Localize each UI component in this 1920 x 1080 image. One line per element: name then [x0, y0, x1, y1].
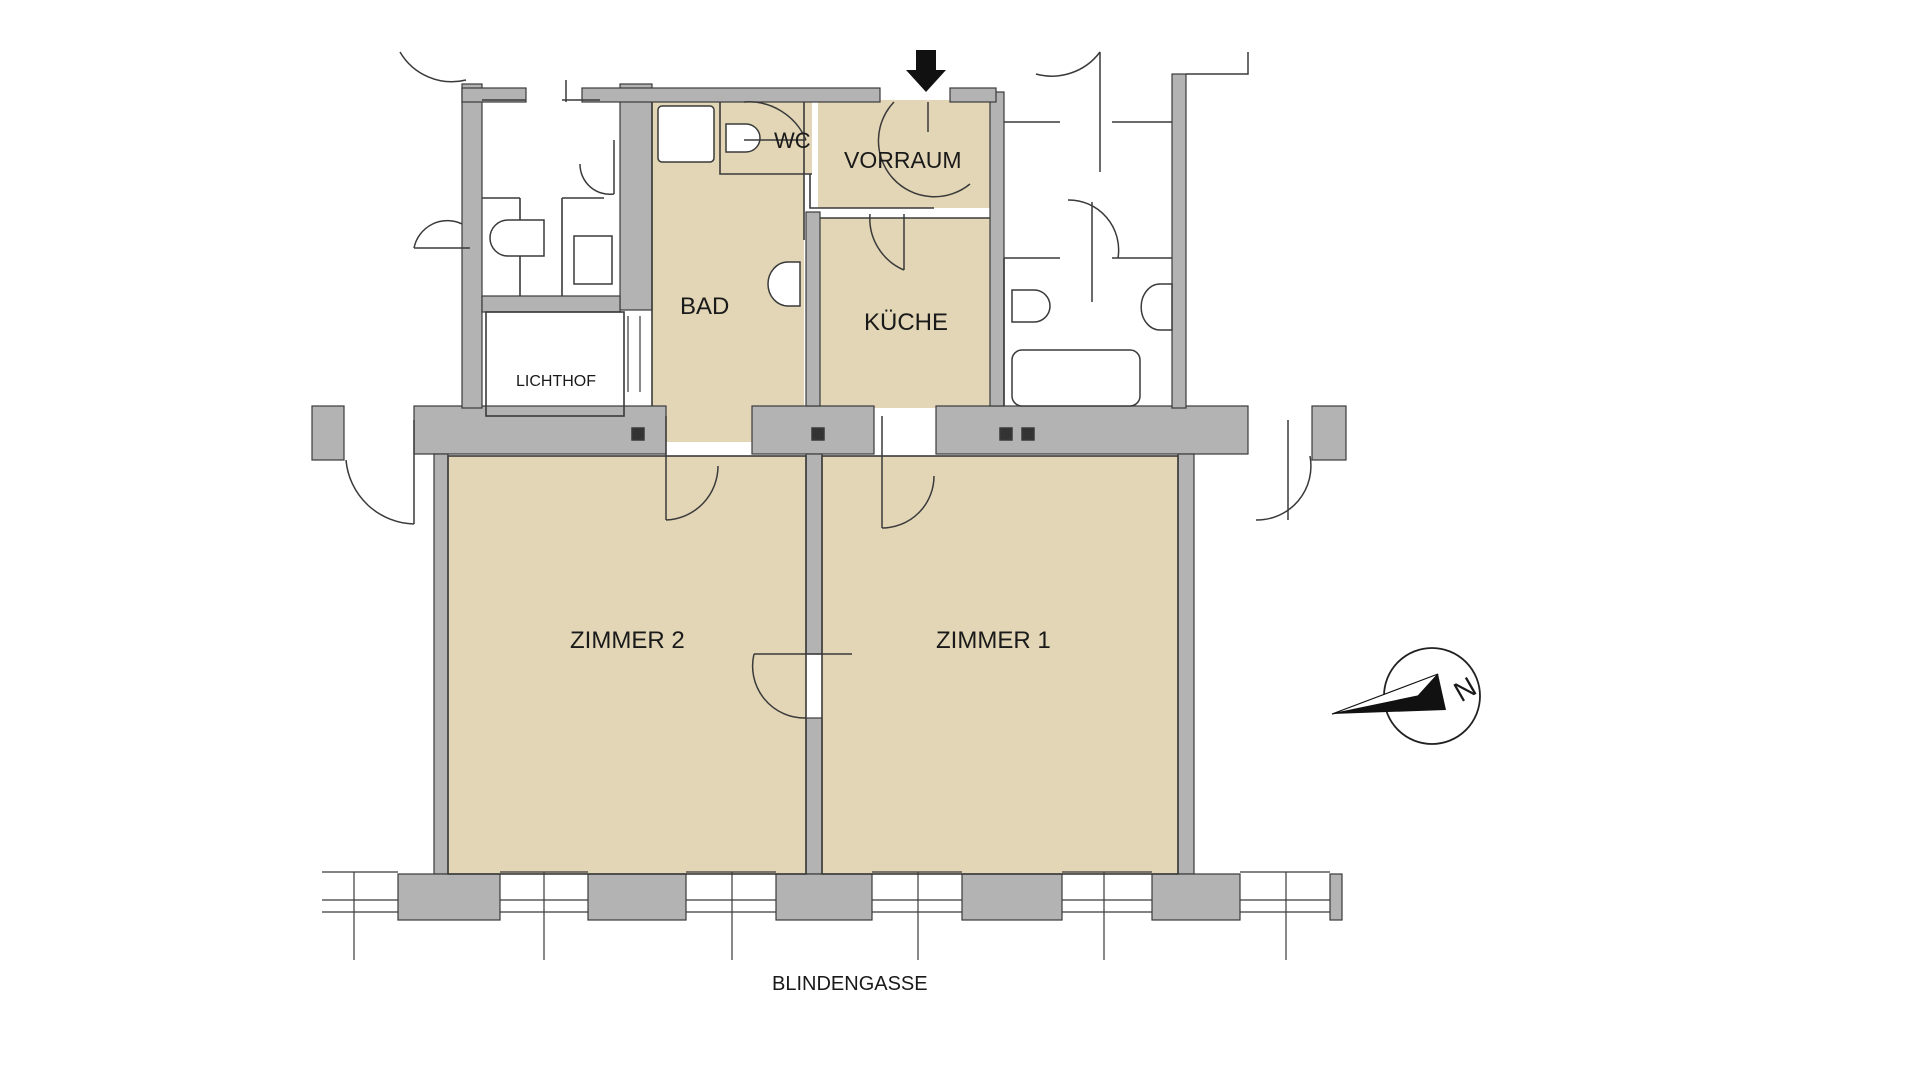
- wall-top-right: [949, 87, 997, 103]
- label-zimmer-1: ZIMMER 1: [936, 627, 1051, 654]
- wall-right-block-vertical: [1171, 73, 1187, 409]
- facade-wall-2: [587, 873, 687, 921]
- label-kueche: KÜCHE: [864, 309, 948, 336]
- wall-bad-kueche: [805, 211, 821, 407]
- doors: [345, 51, 1312, 719]
- window-6: [1240, 871, 1330, 960]
- window-3: [686, 871, 776, 960]
- compass: N: [1331, 647, 1482, 745]
- window-5: [1062, 871, 1152, 960]
- facade-wall-4: [961, 873, 1063, 921]
- label-vorraum: VORRAUM: [844, 147, 962, 173]
- wall-lichthof-right: [619, 83, 653, 311]
- door-right-bath: [1067, 199, 1120, 302]
- wall-upper-left-vertical: [461, 83, 483, 409]
- compass-needle-light: [1331, 673, 1439, 715]
- sink-right: [1140, 283, 1173, 331]
- wall-left-zimmer-2: [433, 453, 449, 875]
- toilet-left-2: [573, 235, 613, 285]
- door-zimmer-1: [881, 416, 935, 529]
- label-wc: WC: [774, 128, 811, 153]
- room-labels: WC VORRAUM BAD KÜCHE LICHTHOF ZIMMER 2 Z…: [516, 128, 1051, 995]
- wall-right-zimmer-1: [1177, 453, 1195, 875]
- floor-zimmer-2: [448, 456, 806, 874]
- window-2: [500, 871, 588, 960]
- wall-stub-far-right: [1311, 405, 1347, 461]
- door-left-top: [399, 51, 567, 102]
- door-right-top: [1035, 51, 1101, 172]
- toilet-left-1: [489, 219, 545, 257]
- label-bad: BAD: [680, 293, 729, 320]
- facade-wall-6: [1329, 873, 1343, 921]
- walls: [311, 73, 1347, 921]
- wall-top-mid: [581, 87, 881, 103]
- toilet-right: [1011, 289, 1051, 323]
- door-wc: [743, 101, 807, 141]
- door-far-right: [1255, 420, 1312, 521]
- door-zimmer-2: [665, 416, 719, 521]
- facade-wall-1: [397, 873, 501, 921]
- door-left-wc: [579, 140, 615, 196]
- window-1: [322, 871, 398, 960]
- room-outlines: [447, 99, 1179, 875]
- bad-sink: [767, 261, 801, 307]
- facade-wall-5: [1151, 873, 1241, 921]
- door-far-left: [345, 420, 415, 525]
- room-floors: [448, 100, 1178, 874]
- stove-mark-3: [999, 427, 1013, 441]
- door-vorraum-kueche: [869, 213, 905, 271]
- window-4: [872, 871, 962, 960]
- wall-upper-left-stub: [481, 295, 621, 313]
- street-label: BLINDENGASSE: [772, 973, 928, 995]
- arrow-down-icon: [906, 50, 946, 92]
- floor-zimmer-1: [822, 456, 1178, 874]
- facade-wall-3: [775, 873, 873, 921]
- wall-band-left: [413, 405, 667, 455]
- shower-tray: [657, 105, 715, 163]
- door-left-outer: [413, 219, 470, 249]
- wc-toilet: [725, 123, 761, 153]
- lichthof-outline: [485, 311, 625, 417]
- stove-mark-4: [1021, 427, 1035, 441]
- stove-mark-2: [811, 427, 825, 441]
- door-zimmer-connect: [751, 653, 852, 719]
- wall-vorraum-right: [989, 91, 1005, 407]
- wall-top-left: [461, 87, 527, 103]
- stove-mark-1: [631, 427, 645, 441]
- wall-between-rooms-bottom: [805, 717, 823, 875]
- door-top-far-right: [1186, 52, 1249, 75]
- windows: [322, 316, 1330, 960]
- wall-between-rooms-top: [805, 453, 823, 655]
- wall-stub-far-left: [311, 405, 345, 461]
- bathtub: [1011, 349, 1141, 407]
- floor-kueche: [820, 218, 990, 408]
- door-entrance: [877, 101, 971, 198]
- wall-band-right: [935, 405, 1249, 455]
- label-zimmer-2: ZIMMER 2: [570, 627, 685, 654]
- label-lichthof: LICHTHOF: [516, 373, 596, 390]
- window-lichthof: [627, 316, 641, 392]
